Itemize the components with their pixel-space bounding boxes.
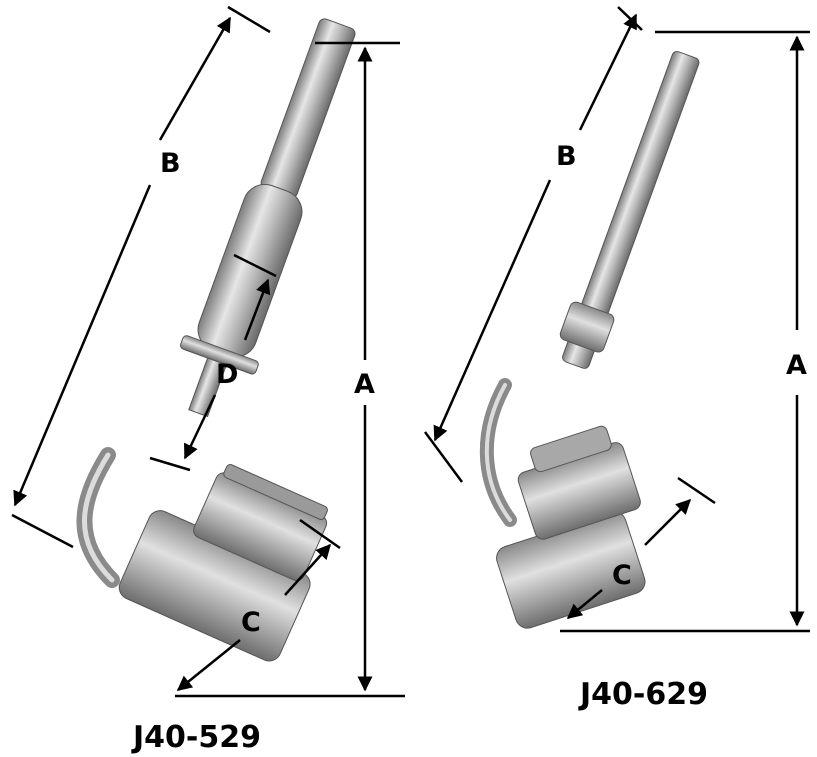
dim2-label-c: C <box>612 560 632 591</box>
dim2-c-line-lower <box>566 589 603 619</box>
model-label-j40-629: J40-629 <box>578 677 708 712</box>
dim-label-c: C <box>241 607 261 638</box>
torch-j40-629-body <box>559 51 700 369</box>
dim2-label-a: A <box>786 350 807 381</box>
dimensions-j40-529 <box>11 5 405 698</box>
dim-b-ext-top <box>227 5 271 34</box>
dim-label-a: A <box>354 369 375 400</box>
dim-label-d: D <box>216 359 238 390</box>
dim-d-line-upper <box>243 278 271 341</box>
dim2-b-line-upper <box>578 13 638 131</box>
torch-j40-529-connector <box>118 464 328 662</box>
dim2-b-ext-bottom <box>423 431 464 483</box>
dim2-label-b: B <box>556 141 577 172</box>
torch-j40-529 <box>76 18 356 662</box>
dim2-c-ext <box>677 476 716 505</box>
torch-j40-629 <box>479 51 700 629</box>
torch-j40-529-body <box>180 18 356 418</box>
dim2-b-line-lower <box>433 179 552 442</box>
dim-d-ext-bottom <box>149 456 191 472</box>
dim-label-b: B <box>160 148 181 179</box>
dim2-c-line-upper <box>644 498 692 546</box>
dim-c-ext <box>299 518 341 550</box>
dimensions-j40-629 <box>423 6 810 633</box>
dim-c-line-upper <box>284 543 332 596</box>
dim-b-line-upper <box>158 16 232 141</box>
model-label-j40-529: J40-529 <box>131 720 261 755</box>
dim-d-ext-top <box>233 253 277 278</box>
dim-b-ext-bottom <box>11 513 74 549</box>
dim-b-line-lower <box>13 184 152 507</box>
dim-d-line-lower <box>183 394 217 460</box>
torch-j40-629-connector <box>496 425 646 629</box>
dim-c-line-lower <box>176 639 241 691</box>
